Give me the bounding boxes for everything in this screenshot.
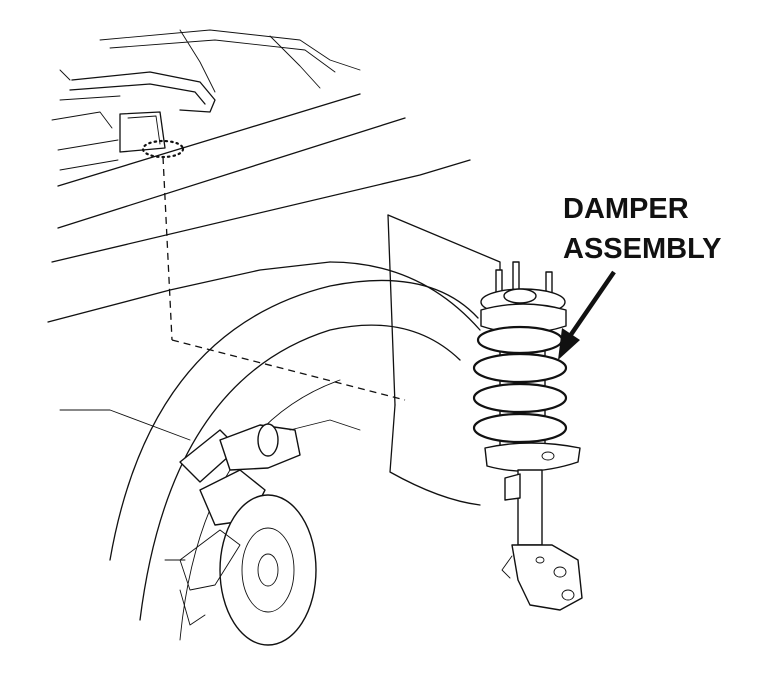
brake-knuckle [59, 409, 361, 646]
damper-assembly [472, 261, 583, 611]
callout-label-line1: DAMPER [563, 193, 689, 225]
fender-body [47, 93, 481, 331]
engine-bay [51, 29, 361, 171]
callout-label-line2: ASSEMBLY [563, 233, 721, 265]
callout-arrow [558, 270, 616, 360]
mount-hole-indicator [141, 139, 406, 401]
